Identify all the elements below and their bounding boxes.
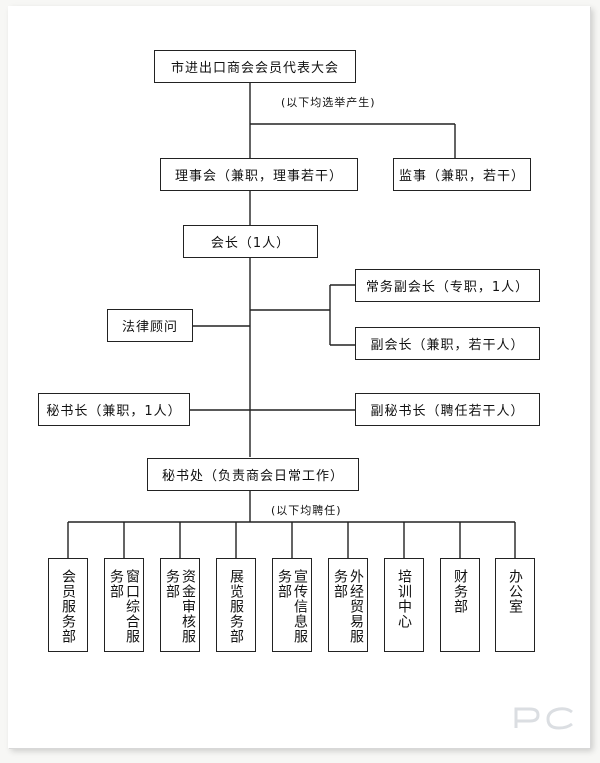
vice-president-box: 副会长（兼职，若干人） [355,327,540,360]
legal-advisor-box: 法律顾问 [107,309,193,342]
department-box: 窗口综合服务部 [104,558,144,652]
secretariat-box: 秘书处（负责商会日常工作） [147,458,359,491]
department-label: 会员服务部 [60,569,76,644]
department-label: 窗口综合服务部 [108,569,140,644]
department-label: 宣传信息服务部 [276,569,308,644]
department-label: 展览服务部 [228,569,244,644]
supervisor-box: 监事（兼职，若干） [393,158,531,191]
department-label: 办公室 [507,569,523,614]
secretary-general-box: 秘书长（兼职，1人） [38,393,190,426]
department-label: 外经贸易服务部 [332,569,364,644]
department-label: 培训中心 [396,569,412,629]
department-box: 办公室 [495,558,535,652]
department-box: 展览服务部 [216,558,256,652]
department-box: 会员服务部 [48,558,88,652]
president-box: 会长（1人） [183,225,318,258]
elected-note: (以下均选举产生) [281,96,376,109]
department-label: 财务部 [452,569,468,614]
exec-vice-president-box: 常务副会长（专职，1人） [355,269,540,302]
council-box: 理事会（兼职，理事若干） [160,158,358,191]
department-box: 外经贸易服务部 [328,558,368,652]
department-box: 宣传信息服务部 [272,558,312,652]
hired-note: (以下均聘任) [271,504,342,517]
department-box: 培训中心 [384,558,424,652]
department-label: 资金审核服务部 [164,569,196,644]
department-box: 资金审核服务部 [160,558,200,652]
assembly-box: 市进出口商会会员代表大会 [154,50,356,83]
deputy-secretary-general-box: 副秘书长（聘任若干人） [355,393,540,426]
watermark-logo [514,707,573,730]
department-box: 财务部 [440,558,480,652]
